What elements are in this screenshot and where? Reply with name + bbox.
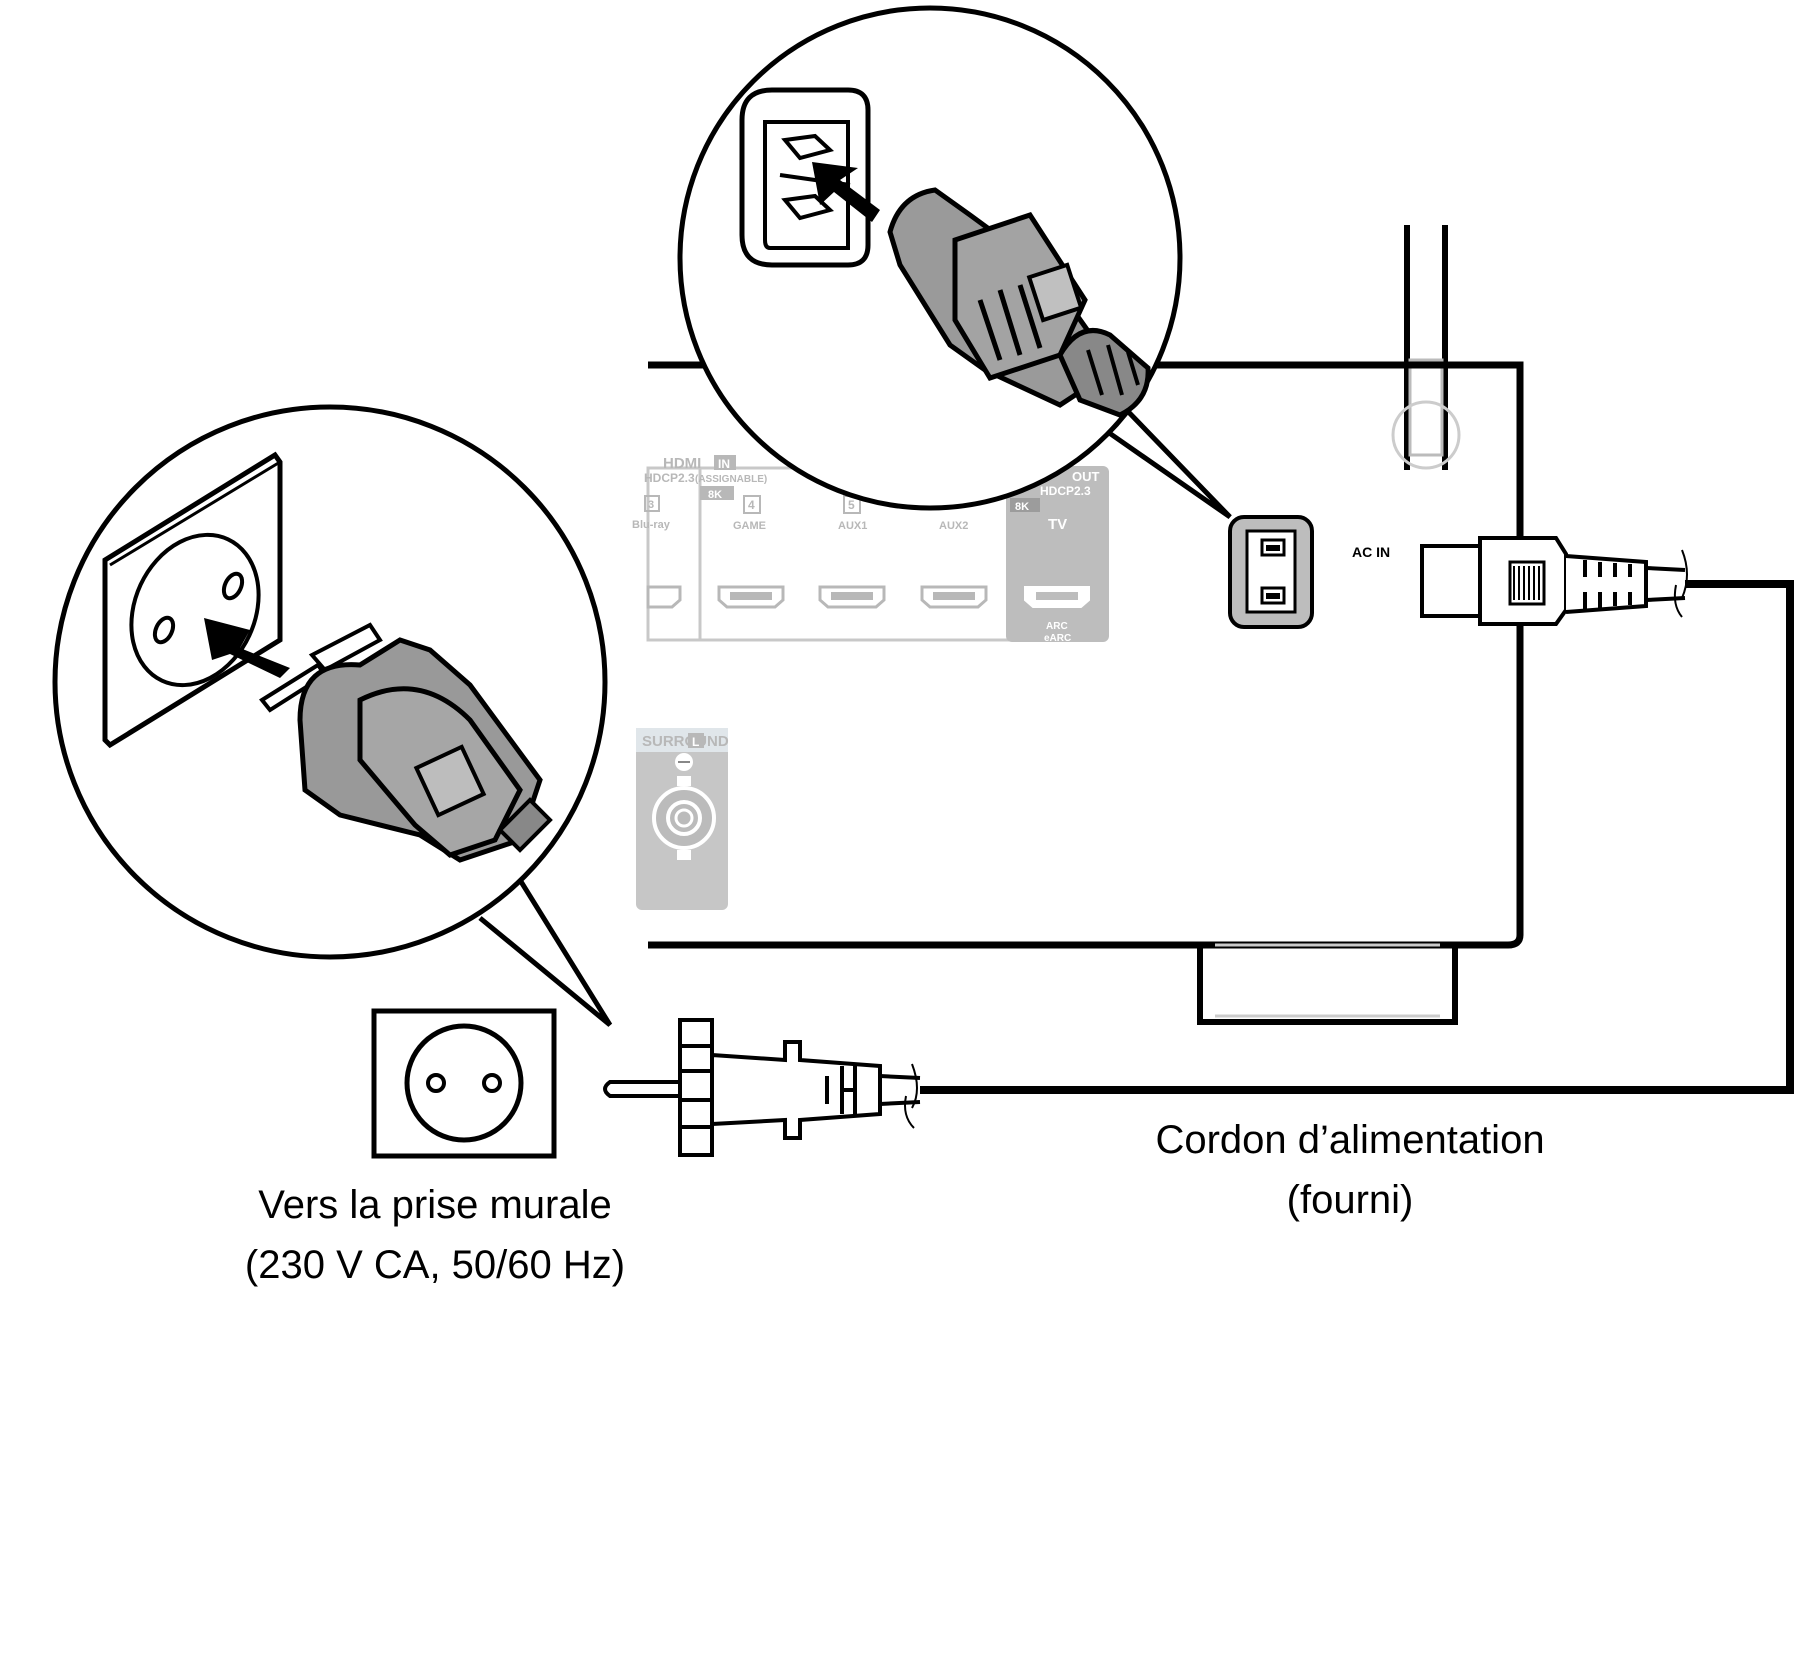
surround-label: SURROUND <box>642 733 729 750</box>
power-cord <box>920 580 1794 1094</box>
assignable-label: (ASSIGNABLE) <box>695 474 767 485</box>
input-name-aux2: AUX2 <box>939 520 968 532</box>
input-name-game: GAME <box>733 520 766 532</box>
ac-in-label: AC IN <box>1352 544 1390 560</box>
receiver-rear-panel: HDMI IN HDCP2.3 (ASSIGNABLE) 8K 3 Blu-ra… <box>632 225 1688 1025</box>
hdmi-label: HDMI <box>663 455 701 472</box>
iec-plug-unplugged <box>1420 536 1688 626</box>
input-name-bluray: Blu-ray <box>632 519 671 531</box>
hdmi-out-label: OUT <box>1072 469 1100 484</box>
power-cord-caption: Cordon d’alimentation (fourni) <box>1110 1110 1590 1230</box>
input-number-5: 5 <box>848 498 855 512</box>
hdmi-out-earc: eARC <box>1044 633 1071 644</box>
wall-outlet-icon <box>371 1008 557 1159</box>
hdcp-label: HDCP2.3 <box>644 471 695 485</box>
ac-in-inlet <box>1228 515 1314 629</box>
wall-outlet-caption-line1: Vers la prise murale <box>258 1183 612 1227</box>
hdmi-out-block: OUT HDCP2.3 8K TV ARC eARC <box>1006 466 1109 644</box>
wall-socket-callout <box>52 404 613 1027</box>
surround-speaker-terminal: SURROUND L <box>636 728 729 910</box>
wall-outlet-caption: Vers la prise murale (230 V CA, 50/60 Hz… <box>210 1175 660 1295</box>
input-number-4: 4 <box>748 498 755 512</box>
power-cord-caption-line1: Cordon d’alimentation <box>1155 1118 1545 1162</box>
inlet-callout <box>677 5 1232 520</box>
input-number-3: 3 <box>648 499 654 511</box>
hdmi-out-arc: ARC <box>1046 621 1068 632</box>
power-cord-caption-line2: (fourni) <box>1286 1178 1414 1222</box>
badge-8k-in: 8K <box>708 489 722 501</box>
badge-8k-out: 8K <box>1015 501 1029 513</box>
euro-plug <box>603 1018 921 1157</box>
hdmi-out-tv: TV <box>1048 516 1067 533</box>
insert-arrow-icon <box>812 162 880 222</box>
wall-outlet-caption-line2: (230 V CA, 50/60 Hz) <box>244 1243 626 1287</box>
hdmi-out-hdcp: HDCP2.3 <box>1040 484 1091 498</box>
input-name-aux1: AUX1 <box>838 520 867 532</box>
hdmi-in-label: IN <box>718 457 730 471</box>
surround-channel: L <box>692 735 699 749</box>
insert-arrow-icon-2 <box>204 618 290 678</box>
